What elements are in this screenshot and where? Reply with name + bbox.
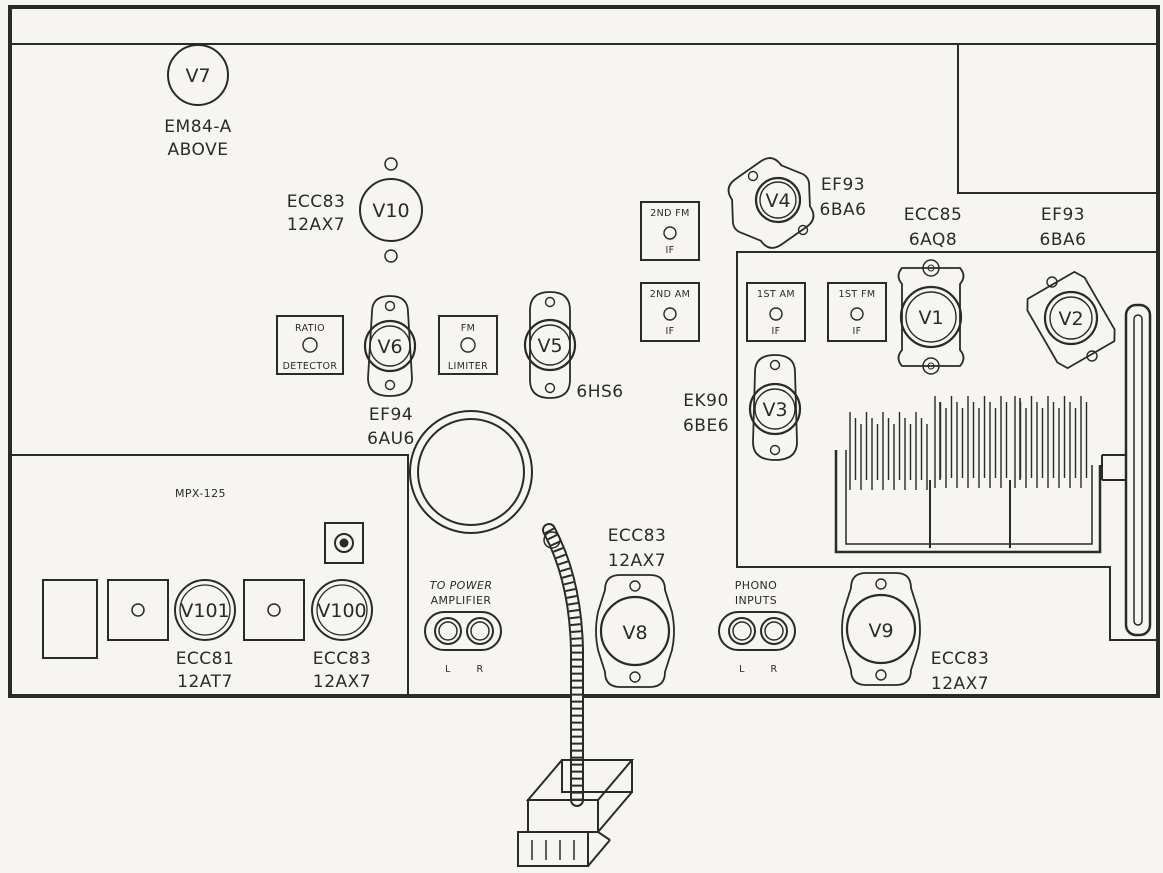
cable-and-plug	[517, 523, 635, 867]
power-amp-left: L	[445, 664, 451, 675]
tube-v3: V3	[748, 354, 802, 461]
tube-v1-label: V1	[918, 307, 943, 329]
v7-note: ABOVE	[168, 140, 229, 160]
ratio-detector-label: RATIO	[295, 323, 325, 334]
if-1st-fm-sub: IF	[852, 326, 861, 337]
if-2nd-am-label: 2ND AM	[650, 289, 691, 300]
if-1st-fm-label: 1ST FM	[839, 289, 876, 300]
if-2nd-fm-label: 2ND FM	[650, 208, 690, 219]
tuning-capacitor	[834, 396, 1102, 554]
if-2nd-am-sub: IF	[665, 326, 674, 337]
phono-right: R	[770, 664, 777, 675]
tube-v6-label: V6	[377, 336, 402, 358]
tube-v101-label: V101	[180, 600, 229, 622]
large-cutout	[409, 410, 533, 534]
if-1st-am-label: 1ST AM	[757, 289, 795, 300]
v3-type-2: 6BE6	[683, 416, 729, 436]
tube-v10: V10	[359, 157, 423, 263]
v6-type-1: EF94	[369, 405, 413, 425]
phono-left: L	[739, 664, 745, 675]
fm-limiter-label: FM	[461, 323, 475, 334]
tube-v100-label: V100	[317, 600, 366, 622]
mpx-label: MPX-125	[175, 487, 226, 500]
chassis-frame	[8, 5, 1160, 698]
v1-type-1: ECC85	[904, 205, 963, 225]
v5-type: 6HS6	[576, 382, 623, 402]
tube-v9-label: V9	[868, 620, 893, 642]
v8-type-1: ECC83	[608, 526, 667, 546]
if-transformer-2nd-am: 2ND AM IF	[640, 282, 700, 342]
v101-type-2: 12AT7	[177, 672, 233, 692]
phono-label-2: INPUTS	[735, 594, 777, 607]
v4-type-2: 6BA6	[820, 200, 867, 220]
v4-type-1: EF93	[821, 175, 865, 195]
v10-type-2: 12AX7	[287, 215, 345, 235]
tube-v1: V1	[897, 259, 965, 375]
v100-type-2: 12AX7	[313, 672, 371, 692]
v8-type-2: 12AX7	[608, 551, 666, 571]
v9-type-1: ECC83	[931, 649, 990, 669]
if-2nd-fm-sub: IF	[665, 245, 674, 256]
tube-v101: V101	[174, 579, 236, 641]
fm-limiter: FM LIMITER	[438, 315, 498, 375]
tube-v3-label: V3	[762, 399, 787, 421]
tube-v7: V7	[167, 44, 229, 106]
ratio-detector: RATIO DETECTOR	[276, 315, 344, 375]
v101-type-1: ECC81	[176, 649, 235, 669]
power-amp-label-1: TO POWER	[430, 579, 493, 592]
v3-type-1: EK90	[683, 391, 729, 411]
tube-v9: V9	[841, 572, 921, 686]
v1-type-2: 6AQ8	[909, 230, 957, 250]
tuner-subchassis	[736, 251, 1158, 641]
tube-v4: V4	[727, 157, 815, 249]
tube-v100: V100	[311, 579, 373, 641]
phono-label-1: PHONO	[735, 579, 777, 592]
if-transformer-1st-am: 1ST AM IF	[746, 282, 806, 342]
tube-v7-label: V7	[185, 65, 210, 87]
v7-type: EM84-A	[164, 117, 231, 137]
v2-type-1: EF93	[1041, 205, 1085, 225]
if-transformer-1st-fm: 1ST FM IF	[827, 282, 887, 342]
ratio-detector-sub: DETECTOR	[283, 361, 338, 372]
tube-v5-label: V5	[537, 335, 562, 357]
v100-type-1: ECC83	[313, 649, 372, 669]
power-amp-jacks: TO POWER AMPLIFIER L R	[424, 579, 502, 675]
tube-v8: V8	[595, 574, 675, 688]
tube-v6: V6	[363, 295, 417, 397]
v10-type-1: ECC83	[287, 192, 346, 212]
tube-v10-label: V10	[372, 200, 409, 222]
power-amp-label-2: AMPLIFIER	[431, 594, 492, 607]
fm-limiter-sub: LIMITER	[448, 361, 488, 372]
dial-drum	[1101, 303, 1152, 637]
v6-type-2: 6AU6	[367, 429, 415, 449]
tube-v2: V2	[1026, 270, 1116, 370]
tube-v5: V5	[523, 291, 577, 399]
tube-v4-label: V4	[765, 190, 790, 212]
tube-type-labels: EM84-A ABOVE ECC83 12AX7 EF93 6BA6 ECC85…	[164, 117, 1086, 694]
phono-jacks: PHONO INPUTS L R	[718, 579, 796, 675]
if-transformer-2nd-fm: 2ND FM IF	[640, 201, 700, 261]
power-amp-right: R	[476, 664, 483, 675]
mpx-section: MPX-125	[10, 454, 409, 696]
v2-type-2: 6BA6	[1040, 230, 1087, 250]
v9-type-2: 12AX7	[931, 674, 989, 694]
if-1st-am-sub: IF	[771, 326, 780, 337]
tube-v8-label: V8	[622, 622, 647, 644]
tube-v2-label: V2	[1058, 308, 1083, 330]
